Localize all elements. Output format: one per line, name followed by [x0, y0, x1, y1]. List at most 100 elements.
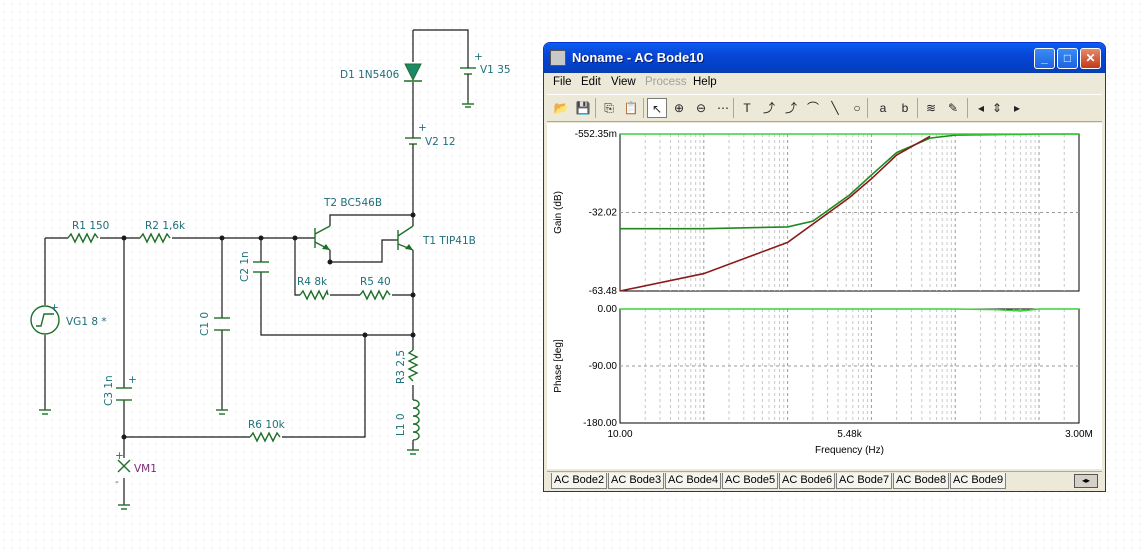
menu-edit[interactable]: Edit [581, 76, 601, 88]
schematic-nodes [121, 212, 416, 440]
window-title: Noname - AC Bode10 [572, 50, 704, 65]
battery-v2[interactable] [405, 128, 421, 152]
cursor-a-icon[interactable]: a [879, 101, 887, 115]
label-t1: T1 TIP41B [422, 235, 476, 247]
tab-ac-bode4[interactable]: AC Bode4 [665, 473, 722, 489]
resistor-r3[interactable] [407, 349, 419, 382]
tab-ac-bode3[interactable]: AC Bode3 [608, 473, 665, 489]
save-icon[interactable]: 💾 [575, 101, 591, 115]
label-t2: T2 BC546B [323, 197, 382, 209]
tab-ac-bode9[interactable]: AC Bode9 [950, 473, 1007, 489]
tab-ac-bode5[interactable]: AC Bode5 [722, 473, 779, 489]
label-r3: R3 2,5 [395, 350, 407, 384]
color-picker-icon[interactable]: ✎ [947, 101, 959, 115]
tab-ac-bode2[interactable]: AC Bode2 [551, 473, 608, 489]
y-tick-label: -90.00 [589, 361, 618, 372]
toolbar-separator [733, 98, 734, 118]
voltage-generator-vg1[interactable] [30, 305, 60, 335]
x-axis-label: Frequency (Hz) [815, 445, 884, 456]
paste-icon[interactable]: 📋 [623, 101, 639, 115]
close-button[interactable]: ✕ [1080, 48, 1101, 69]
label-c2: C2 1n [239, 251, 251, 282]
label-c1: C1 0 [199, 312, 211, 336]
toolbar-separator [595, 98, 596, 118]
y-tick-label: 0.00 [598, 304, 618, 315]
zoom-in-icon[interactable]: ⊕ [673, 101, 685, 115]
tab-ac-bode8[interactable]: AC Bode8 [893, 473, 950, 489]
tab-scroll-buttons[interactable]: ◂▸ [1074, 474, 1098, 488]
circle-icon[interactable]: ○ [853, 101, 861, 115]
label-vg1: VG1 8 * [66, 316, 107, 328]
y-tick-label: -63.48 [589, 286, 618, 297]
inductor-l1[interactable] [412, 399, 420, 441]
minimize-button[interactable]: _ [1034, 48, 1055, 69]
diode-d1[interactable] [404, 63, 422, 82]
label-r4: R4 8k [297, 276, 328, 288]
resistor-r4[interactable] [299, 288, 329, 301]
resistor-r1[interactable] [67, 232, 99, 244]
maximize-button[interactable]: □ [1057, 48, 1078, 69]
curve-label-icon[interactable]: ⤴ [762, 101, 775, 115]
label-r6: R6 10k [248, 419, 286, 431]
plus-v1: + [474, 51, 483, 63]
plus-vg1: + [50, 302, 59, 314]
capacitor-c2[interactable] [253, 261, 269, 273]
add-curve-icon[interactable]: ≋ [925, 101, 937, 115]
label-r1: R1 150 [72, 220, 109, 232]
menu-view[interactable]: View [611, 76, 636, 88]
circuit-schematic: D1 1N5406 V1 35 + V2 12 + T2 BC546B T1 T… [30, 29, 511, 510]
open-folder-icon[interactable]: 📂 [553, 101, 569, 115]
text-icon[interactable]: T [743, 101, 751, 115]
y-axis-label: Gain (dB) [553, 191, 564, 234]
scroll-left-icon[interactable]: ◂ [977, 101, 985, 115]
scroll-right-icon[interactable]: ▸ [1013, 101, 1021, 115]
menu-file[interactable]: File [553, 76, 572, 88]
x-tick-label: 3.00M [1065, 429, 1093, 440]
menu-bar: File Edit View Process Help [547, 73, 1102, 93]
x-tick-label: 10.00 [607, 429, 632, 440]
series-line-1-0 [620, 308, 1079, 312]
line-icon[interactable]: ╲ [831, 101, 839, 115]
menu-help[interactable]: Help [693, 76, 717, 88]
label-v2: V2 12 [425, 136, 456, 148]
label-c3: C3 1n [103, 375, 115, 406]
series-line-0-1 [619, 135, 931, 292]
capacitor-c3[interactable] [116, 387, 132, 401]
resistor-r5[interactable] [359, 289, 391, 301]
copy-icon[interactable]: ⎘ [604, 101, 614, 115]
transistor-t1[interactable] [397, 215, 414, 251]
resistor-r2[interactable] [139, 232, 171, 244]
grid-icon[interactable]: ⋯ [717, 101, 729, 115]
label-r2: R2 1,6k [145, 220, 186, 232]
bode-plot-window: Noname - AC Bode10 _ □ ✕ File Edit View … [543, 42, 1106, 492]
toolbar-separator [867, 98, 868, 118]
app-icon[interactable] [550, 50, 566, 66]
toolbar-separator [917, 98, 918, 118]
pointer-icon[interactable]: ↖ [647, 98, 667, 118]
y-tick-label: -32.02 [589, 208, 618, 219]
schematic-wires [44, 29, 469, 505]
cursor-b-icon[interactable]: b [901, 101, 909, 115]
tab-ac-bode7[interactable]: AC Bode7 [836, 473, 893, 489]
menu-process[interactable]: Process [645, 76, 687, 88]
toolbar-separator [643, 98, 644, 118]
zoom-100-icon[interactable]: ⊖ [695, 101, 707, 115]
scroll-updown-icon[interactable]: ⇕ [991, 101, 1003, 115]
label-l1: L1 0 [395, 413, 407, 436]
battery-v1[interactable] [460, 55, 476, 85]
transistor-t2[interactable] [314, 225, 331, 251]
plus-vm1: + [115, 450, 124, 462]
tab-ac-bode6[interactable]: AC Bode6 [779, 473, 836, 489]
toolbar-separator [967, 98, 968, 118]
label-v1: V1 35 [480, 64, 511, 76]
curve-label2-icon[interactable]: ⤴ [784, 101, 797, 115]
voltmeter-vm1[interactable] [117, 459, 131, 473]
title-bar[interactable]: Noname - AC Bode10 _ □ ✕ [544, 43, 1105, 73]
cursor-line-icon[interactable]: ⌒ [806, 101, 819, 115]
resistor-r6[interactable] [249, 431, 281, 443]
capacitor-c1[interactable] [214, 317, 230, 331]
